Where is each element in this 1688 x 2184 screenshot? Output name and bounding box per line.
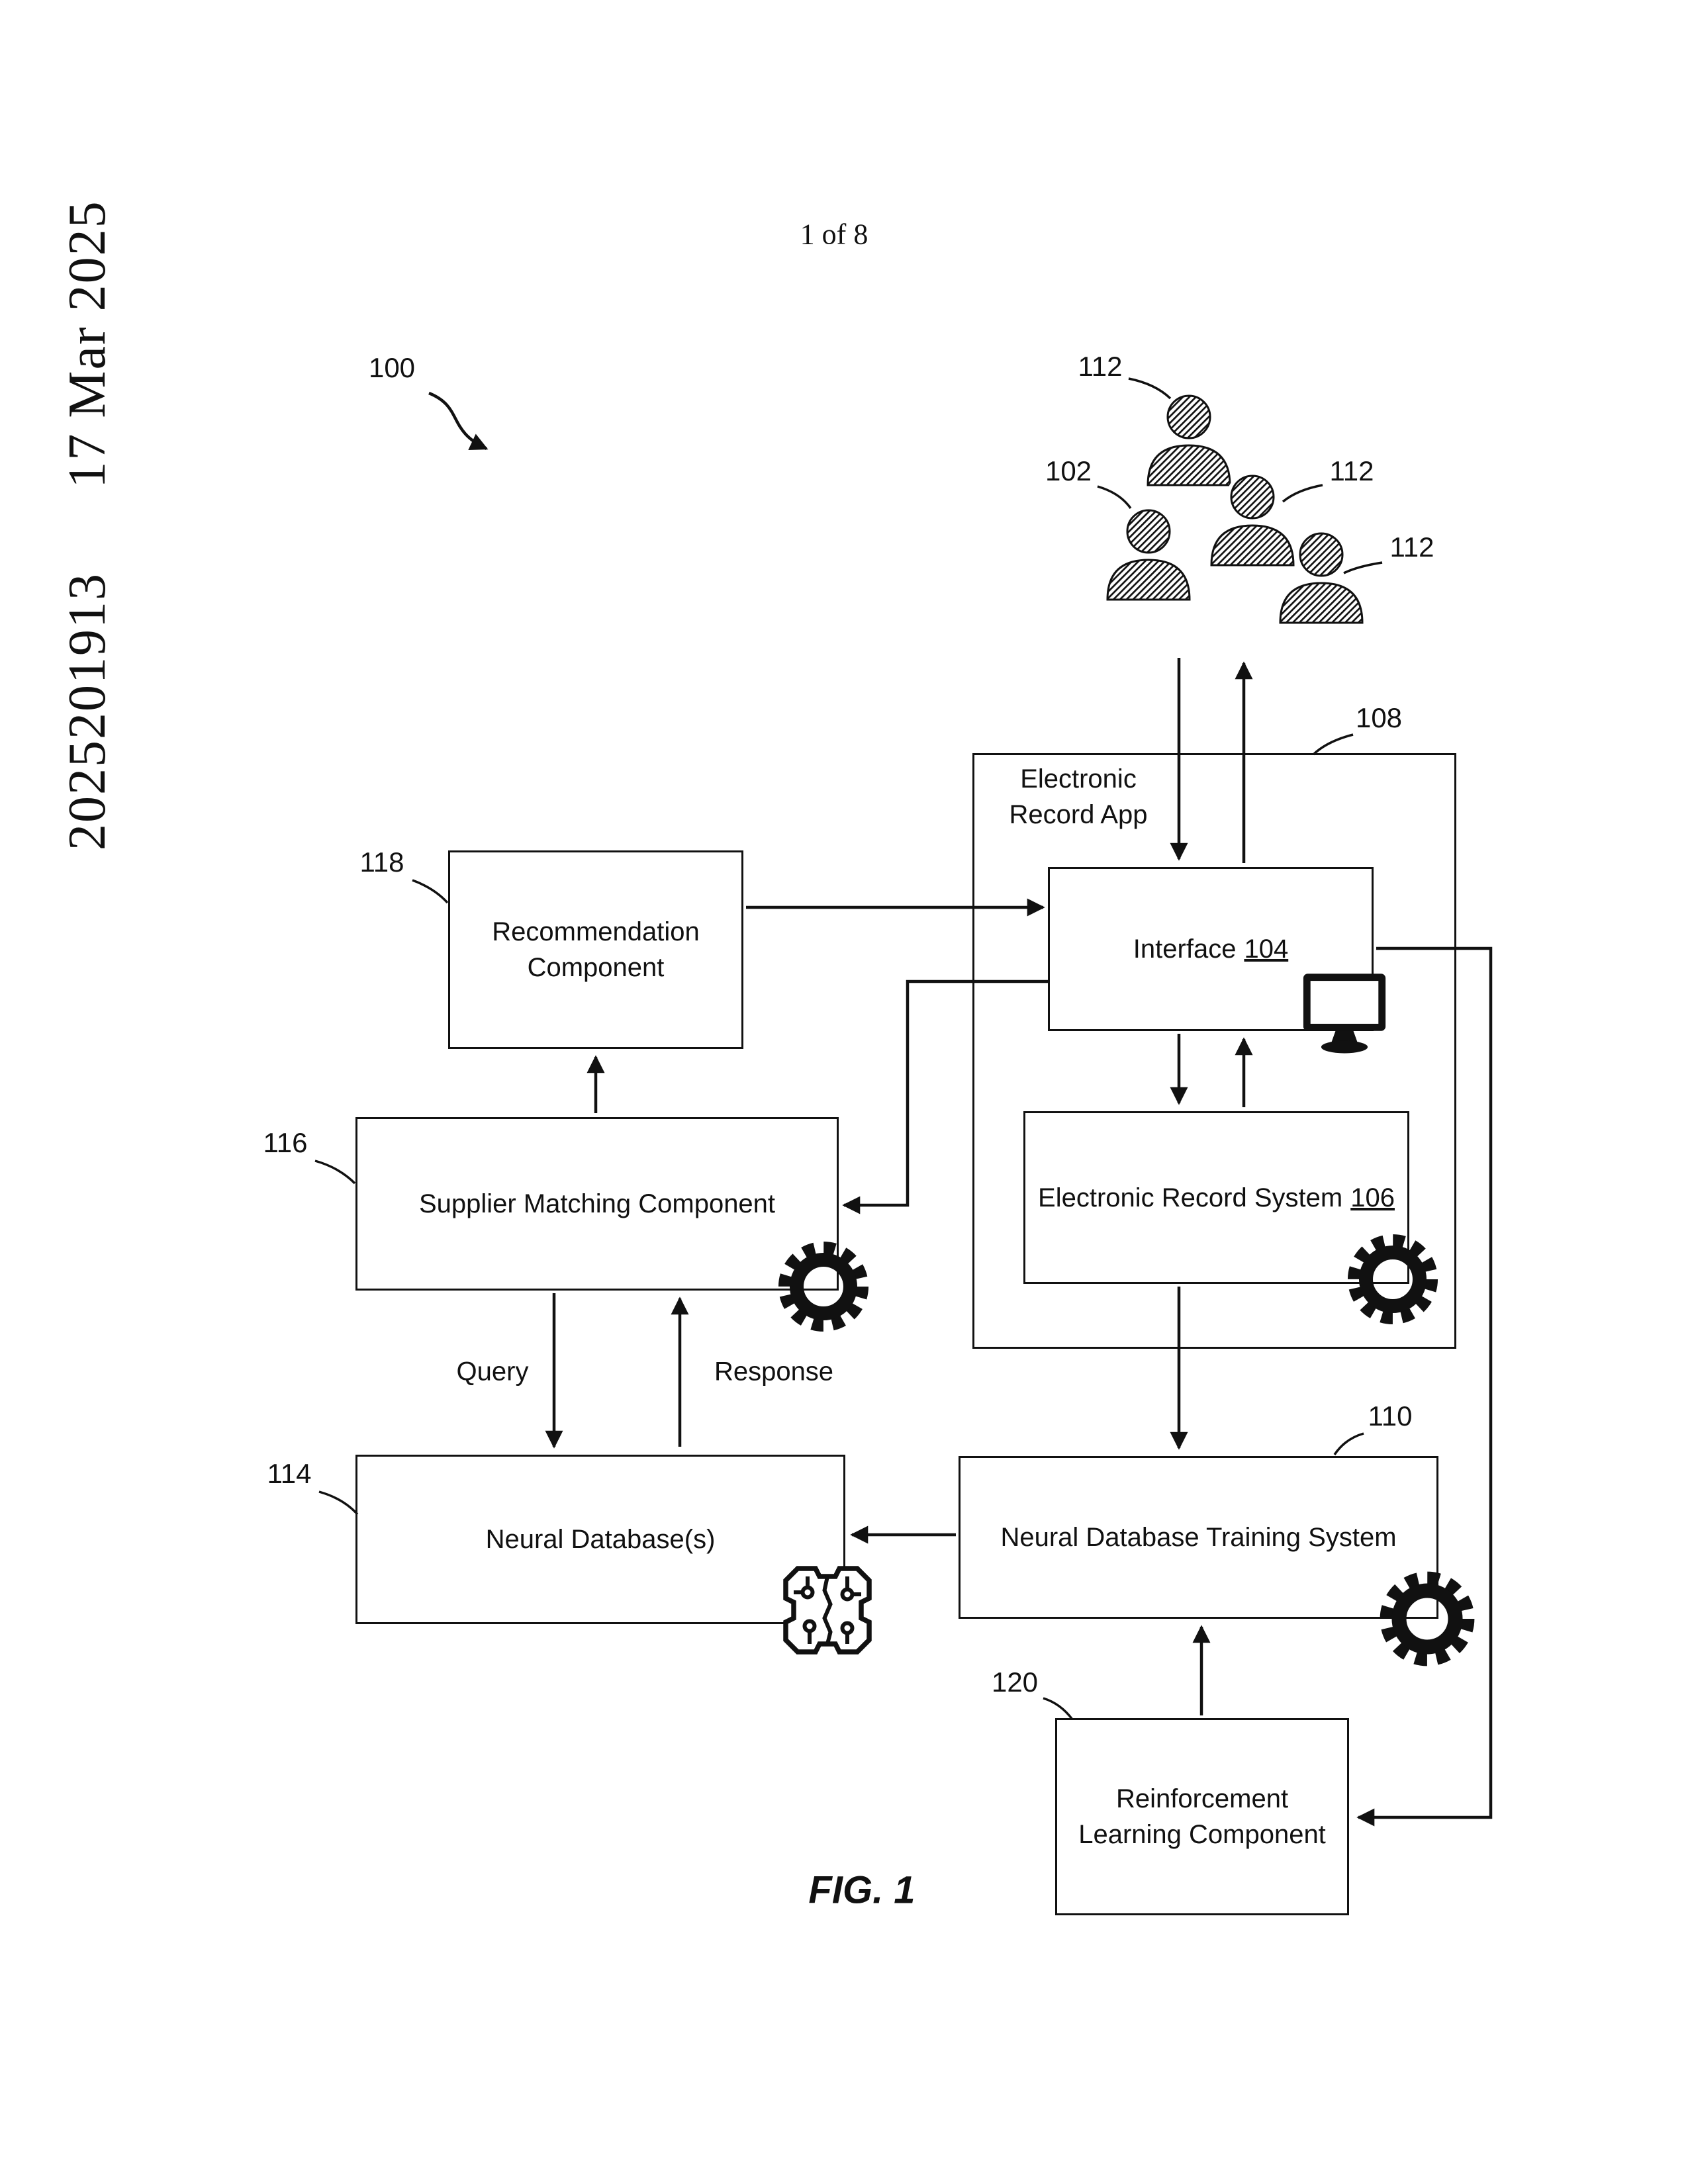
electronic-record-app-title: Electronic Record App <box>989 761 1168 833</box>
ref-102-label: 102 <box>1045 455 1092 486</box>
leader-102 <box>1097 485 1132 510</box>
leader-120 <box>1043 1697 1074 1721</box>
ref-116-label: 116 <box>263 1127 308 1158</box>
interface-label-text: Interface <box>1133 934 1237 964</box>
arrow-ref-100 <box>428 391 489 451</box>
leader-116 <box>314 1160 356 1185</box>
ref-120-label: 120 <box>991 1666 1039 1698</box>
training-system-label: Neural Database Training System <box>1000 1523 1397 1552</box>
leader-114 <box>318 1490 359 1516</box>
recommendation-line1: Recommendation <box>492 917 700 946</box>
user-icon <box>1280 533 1362 623</box>
publication-date: 17 Mar 2025 <box>58 200 117 488</box>
app-title-line1: Electronic <box>1020 764 1137 794</box>
publication-number: 2025201913 <box>58 572 117 850</box>
leader-118 <box>412 879 449 904</box>
sheet-indicator: 1 of 8 <box>800 218 868 251</box>
ers-label-text: Electronic Record System <box>1038 1183 1343 1212</box>
ref-108-label: 108 <box>1355 702 1403 733</box>
ers-ref-num: 106 <box>1350 1183 1395 1212</box>
user-icon <box>1211 476 1293 565</box>
ref-112-label-top: 112 <box>1078 351 1123 382</box>
query-edge-label: Query <box>456 1357 529 1387</box>
leader-110 <box>1333 1432 1364 1455</box>
leader-112-right <box>1282 484 1323 503</box>
users-cluster <box>1107 396 1362 623</box>
user-icon <box>1107 510 1190 600</box>
leader-112-bottom <box>1343 561 1383 574</box>
leader-108 <box>1312 733 1354 756</box>
interface-ref-num: 104 <box>1244 934 1289 964</box>
recommendation-component-box: Recommendation Component <box>448 850 743 1049</box>
reinforcement-learning-component-box: Reinforcement Learning Component <box>1055 1718 1349 1915</box>
recommendation-line2: Component <box>527 953 665 982</box>
app-title-line2: Record App <box>1009 800 1148 829</box>
figure-caption: FIG. 1 <box>808 1868 915 1912</box>
leader-112-top <box>1128 377 1172 400</box>
ref-112-label-bottom: 112 <box>1389 531 1434 563</box>
supplier-label: Supplier Matching Component <box>418 1189 776 1218</box>
supplier-matching-component-box: Supplier Matching Component <box>355 1117 839 1291</box>
neural-databases-box: Neural Database(s) <box>355 1455 845 1624</box>
neural-databases-label: Neural Database(s) <box>485 1525 716 1554</box>
rl-line2: Learning Component <box>1078 1820 1326 1849</box>
ref-110-label: 110 <box>1368 1400 1413 1432</box>
ref-114-label: 114 <box>267 1458 312 1489</box>
ref-118-label: 118 <box>359 846 404 878</box>
user-icon <box>1148 396 1230 485</box>
neural-database-training-system-box: Neural Database Training System <box>959 1456 1438 1619</box>
ref-100-label: 100 <box>368 352 416 383</box>
rl-line1: Reinforcement <box>1115 1784 1289 1813</box>
ref-112-label-right: 112 <box>1329 455 1374 486</box>
response-edge-label: Response <box>714 1357 834 1387</box>
